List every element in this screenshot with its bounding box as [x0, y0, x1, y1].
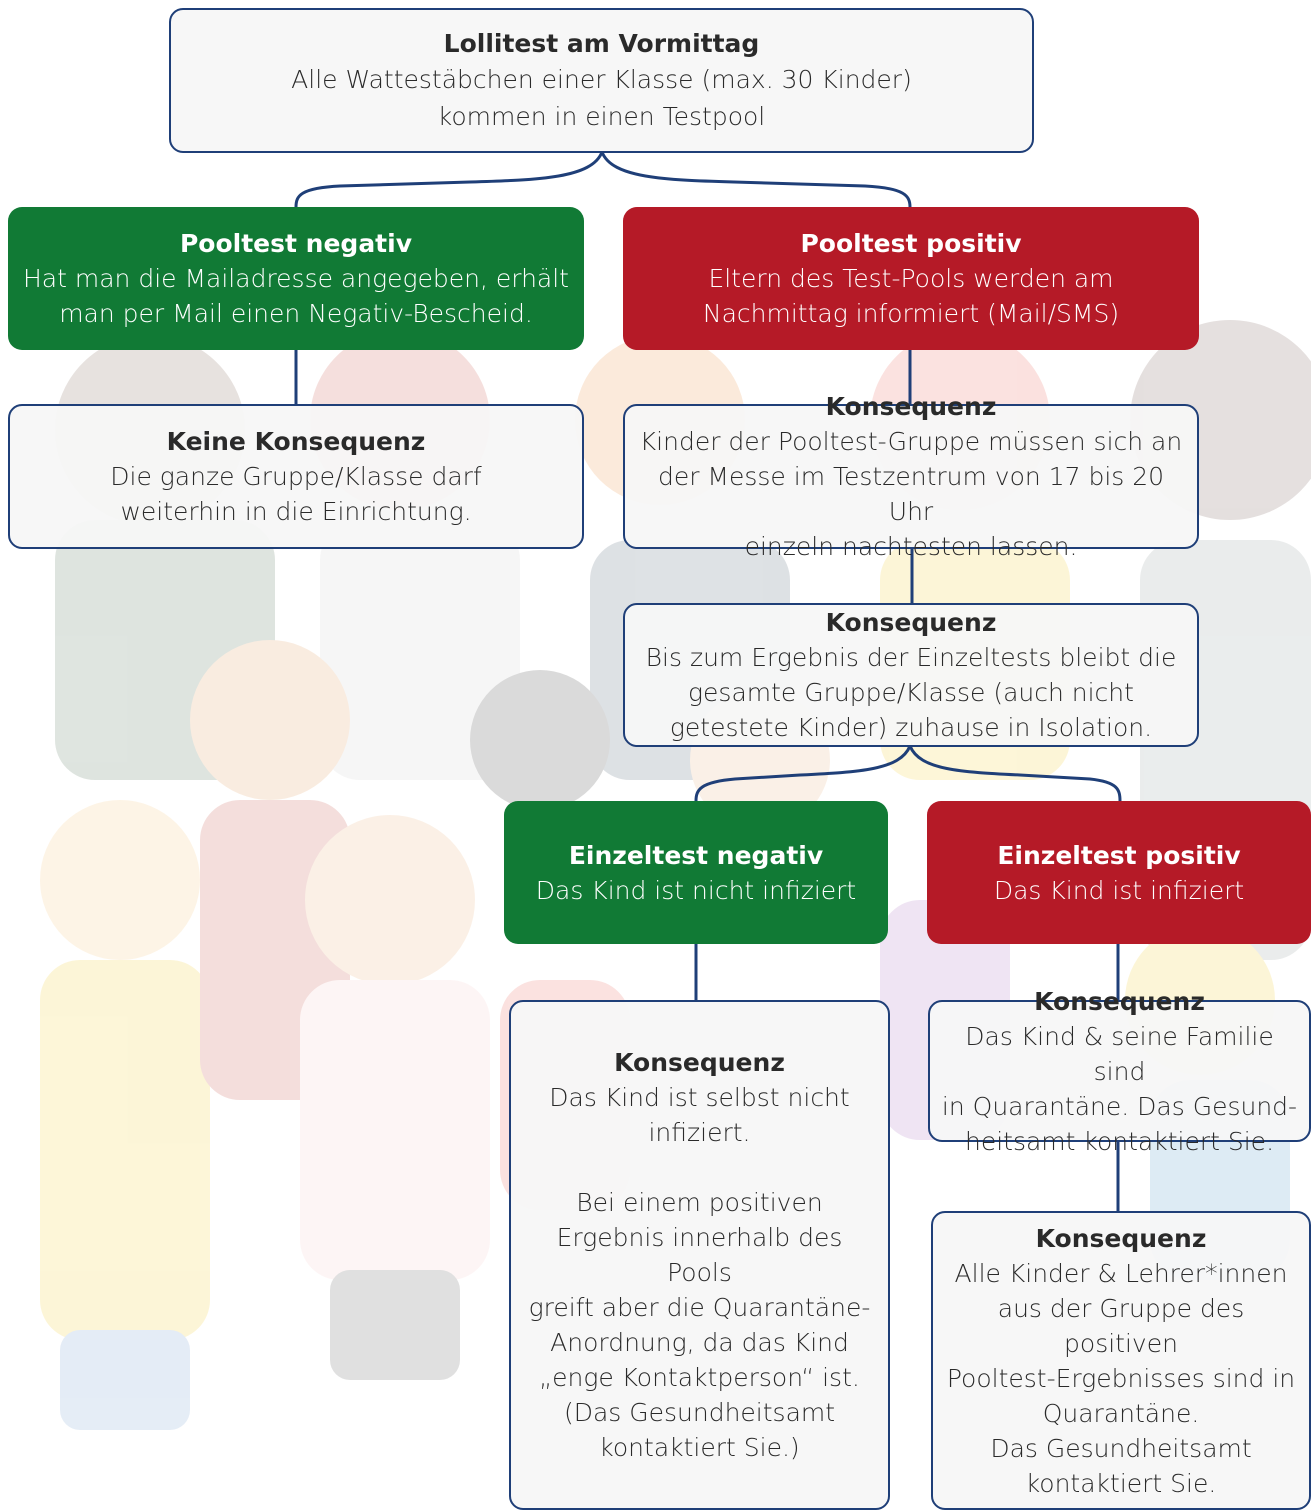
node-consequence-single-negative-title: Konsequenz: [614, 1048, 785, 1077]
node-consequence-single-negative-body: Das Kind ist selbst nicht infiziert. Bei…: [528, 1083, 871, 1462]
node-consequence-single-negative: Konsequenz Das Kind ist selbst nicht inf…: [509, 1000, 890, 1510]
node-consequence-family: Konsequenz Das Kind & seine Familie sind…: [928, 987, 1311, 1156]
node-consequence-isolation: Konsequenz Bis zum Ergebnis der Einzelte…: [623, 603, 1199, 747]
node-consequence-isolation-title: Konsequenz: [825, 608, 997, 637]
node-pool-negative-title: Pooltest negativ: [179, 229, 413, 258]
connector-isolation-to-single-negative: [694, 745, 912, 802]
node-no-consequence: Keine Konsequenz Die ganze Gruppe/Klasse…: [8, 404, 584, 549]
node-consequence-group: Konsequenz Alle Kinder & Lehrer*innen au…: [931, 1211, 1311, 1510]
connector-start-to-pool-negative: [294, 151, 604, 208]
node-single-positive: Einzeltest positiv Das Kind ist infizier…: [927, 801, 1311, 944]
node-start-title: Lollitest am Vormittag: [443, 29, 760, 58]
node-consequence-group-body: Alle Kinder & Lehrer*innen aus der Grupp…: [946, 1258, 1296, 1498]
node-pool-positive-title: Pooltest positiv: [800, 229, 1022, 258]
node-pool-negative-body: Hat man die Mailadresse angegeben, erhäl…: [23, 264, 569, 328]
node-no-consequence-title: Keine Konsequenz: [166, 427, 426, 456]
node-consequence-retest: Konsequenz Kinder der Pooltest-Gruppe mü…: [623, 392, 1199, 561]
node-single-positive-body: Das Kind ist infiziert: [993, 875, 1245, 905]
connector-start-to-pool-positive: [600, 151, 912, 208]
node-no-consequence-body: Die ganze Gruppe/Klasse darf weiterhin i…: [110, 462, 482, 526]
node-consequence-family-title: Konsequenz: [1034, 986, 1205, 1016]
node-consequence-family-body: Das Kind & seine Familie sind in Quarant…: [941, 1021, 1298, 1156]
node-single-negative: Einzeltest negativ Das Kind ist nicht in…: [504, 801, 888, 944]
connector-isolation-to-single-positive: [908, 745, 1122, 802]
node-pool-negative: Pooltest negativ Hat man die Mailadresse…: [8, 207, 584, 350]
node-start-body: Alle Wattestäbchen einer Klasse (max. 30…: [291, 65, 912, 131]
node-single-negative-title: Einzeltest negativ: [568, 840, 824, 870]
node-single-negative-body: Das Kind ist nicht infiziert: [535, 875, 857, 905]
node-consequence-retest-body: Kinder der Pooltest-Gruppe müssen sich a…: [639, 427, 1183, 561]
node-pool-positive: Pooltest positiv Eltern des Test-Pools w…: [623, 207, 1199, 350]
node-consequence-retest-title: Konsequenz: [825, 392, 997, 421]
node-pool-positive-body: Eltern des Test-Pools werden am Nachmitt…: [702, 264, 1120, 328]
node-consequence-isolation-body: Bis zum Ergebnis der Einzeltests bleibt …: [645, 643, 1177, 742]
node-start: Lollitest am Vormittag Alle Wattestäbche…: [169, 8, 1034, 153]
node-single-positive-title: Einzeltest positiv: [997, 840, 1241, 870]
node-consequence-group-title: Konsequenz: [1035, 1223, 1207, 1253]
